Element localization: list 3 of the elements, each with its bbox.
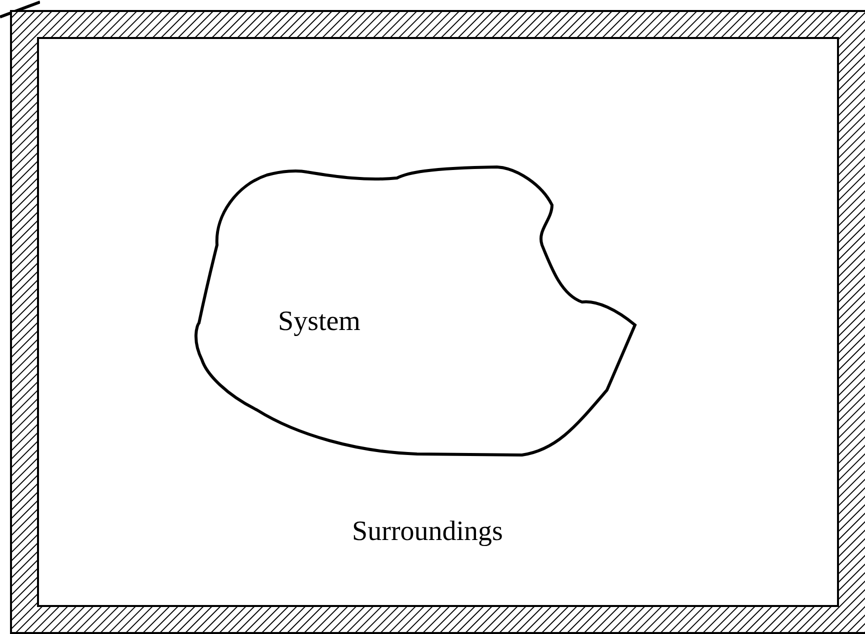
surroundings-label: Surroundings	[351, 518, 504, 546]
system-label: System	[278, 308, 360, 336]
hatched-wall-frame	[10, 10, 865, 634]
